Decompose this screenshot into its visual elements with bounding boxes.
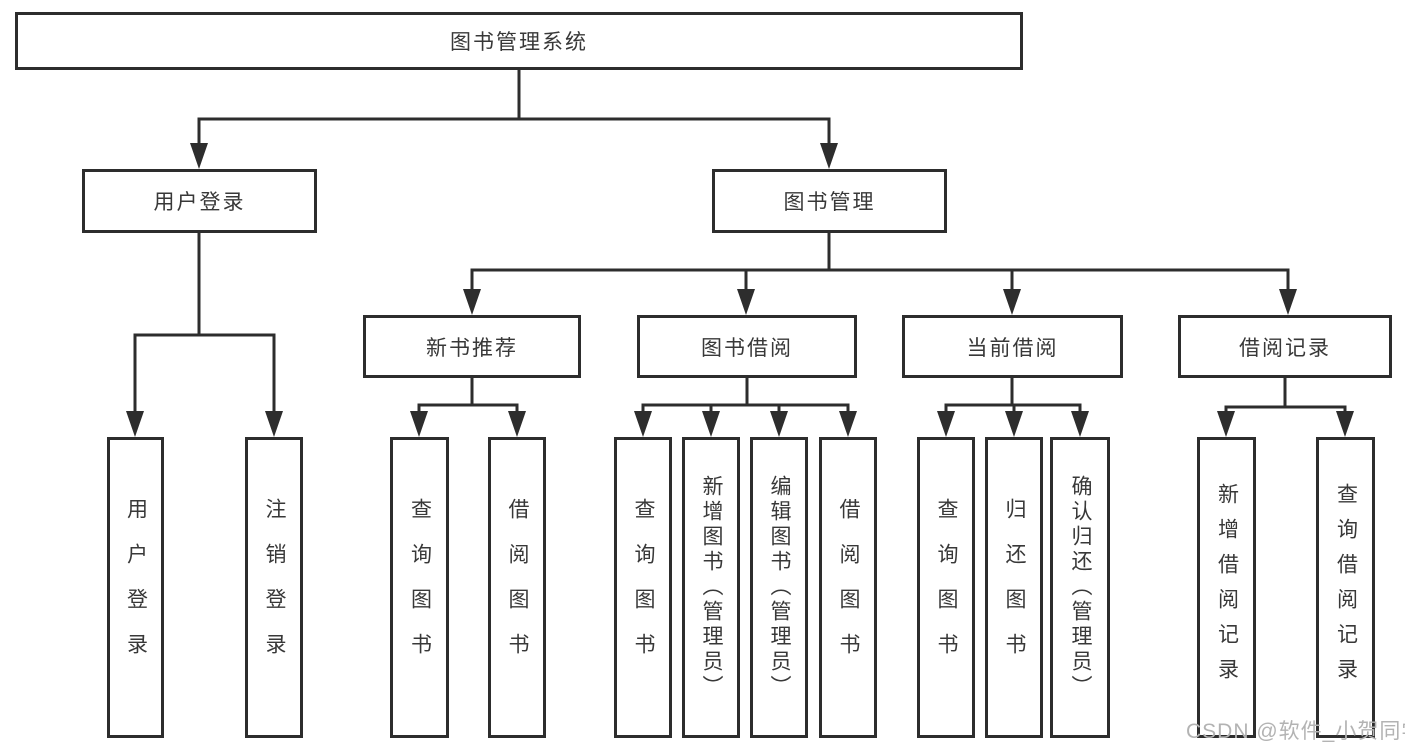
leaf-borrow-book-borrowing: 借阅图书: [819, 437, 877, 738]
edge-current-borrowing: [944, 378, 1082, 413]
leaf-edit-book-admin: 编辑图书（管理员）: [750, 437, 808, 738]
edge-root: [197, 70, 831, 145]
leaf-add-book-admin: 新增图书（管理员）: [682, 437, 740, 738]
edge-user-login: [133, 233, 276, 413]
leaf-query-book-recommend: 查询图书: [390, 437, 449, 738]
leaf-return-book: 归还图书: [985, 437, 1043, 738]
node-user-login: 用户登录: [82, 169, 317, 233]
edge-book-borrowing: [641, 378, 850, 413]
csdn-watermark: CSDN @软件_小贺同学: [1186, 720, 1405, 743]
node-book-borrowing: 图书借阅: [637, 315, 857, 378]
leaf-query-borrow-record: 查询借阅记录: [1316, 437, 1375, 738]
node-current-borrowing: 当前借阅: [902, 315, 1123, 378]
arrowheads: [126, 143, 1354, 437]
leaf-borrow-book-recommend: 借阅图书: [488, 437, 546, 738]
edge-book-management: [470, 233, 1290, 291]
leaf-add-borrow-record: 新增借阅记录: [1197, 437, 1256, 738]
node-book-management: 图书管理: [712, 169, 947, 233]
edge-borrowing-records: [1224, 378, 1347, 413]
node-new-book-recommendation: 新书推荐: [363, 315, 581, 378]
edge-new-book-recommendation: [417, 378, 519, 413]
node-library-management-system: 图书管理系统: [15, 12, 1023, 70]
leaf-user-login: 用户登录: [107, 437, 164, 738]
leaf-query-book-borrowing: 查询图书: [614, 437, 672, 738]
node-borrowing-records: 借阅记录: [1178, 315, 1392, 378]
leaf-confirm-return-admin: 确认归还（管理员）: [1050, 437, 1110, 738]
leaf-logout: 注销登录: [245, 437, 303, 738]
leaf-query-book-current: 查询图书: [917, 437, 975, 738]
